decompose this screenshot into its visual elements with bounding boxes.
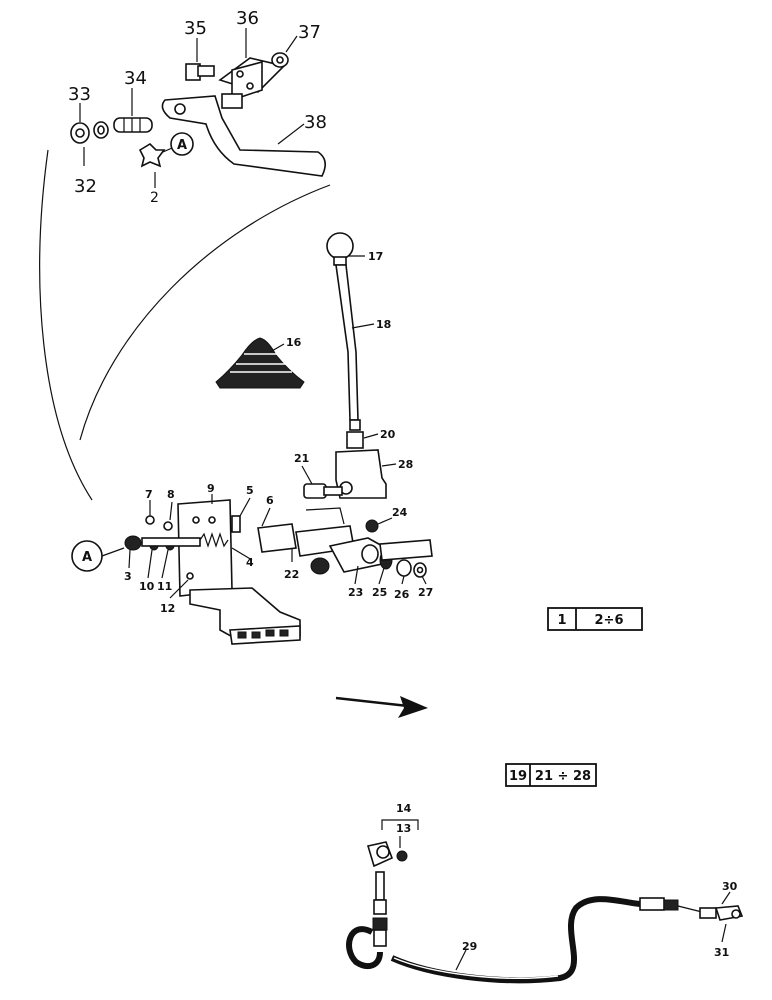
- bolt-21: [303, 483, 343, 499]
- svg-text:2÷6: 2÷6: [595, 613, 624, 628]
- callout-32: 32: [74, 176, 97, 197]
- callout-labels: 35 36 37 33 34 38 32 2 17 18 16 20 21 28…: [68, 8, 738, 959]
- callout-35: 35: [184, 18, 207, 39]
- connector-27: [310, 557, 330, 575]
- callout-13: 13: [396, 822, 411, 835]
- callout-31: 31: [714, 946, 729, 959]
- rod-5: [231, 515, 241, 533]
- callout-37: 37: [298, 22, 321, 43]
- knob-2: [138, 142, 166, 168]
- callout-22: 22: [284, 568, 299, 581]
- callout-20: 20: [380, 428, 396, 441]
- svg-text:21 ÷ 28: 21 ÷ 28: [535, 769, 591, 784]
- direction-arrow: [335, 696, 428, 718]
- leader-lines-bottom: [455, 891, 731, 971]
- callout-30: 30: [722, 880, 738, 893]
- cable-end-fitting: [372, 871, 388, 947]
- callout-14: 14: [396, 802, 412, 815]
- callout-12: 12: [160, 602, 175, 615]
- callout-23: 23: [348, 586, 363, 599]
- fender-outline-outer: [39, 149, 93, 501]
- callout-7: 7: [145, 488, 153, 501]
- detail-marker-a-top: A: [170, 132, 194, 156]
- detail-marker-a-left: A: [71, 540, 125, 572]
- callout-33: 33: [68, 84, 91, 105]
- housing-28: [335, 449, 387, 499]
- lever-knob-17: [326, 232, 354, 266]
- callout-18: 18: [376, 318, 391, 331]
- knob-3: [124, 535, 142, 551]
- callout-6: 6: [266, 494, 274, 507]
- reference-box-1: 1 2÷6: [547, 607, 643, 631]
- callout-38: 38: [304, 112, 327, 133]
- nut-32: [70, 122, 90, 144]
- lever-bracket-38: [161, 57, 326, 177]
- callout-36: 36: [236, 8, 259, 29]
- svg-text:A: A: [177, 138, 187, 153]
- callout-9: 9: [207, 482, 215, 495]
- callout-34: 34: [124, 68, 147, 89]
- callout-3: 3: [124, 570, 132, 583]
- callout-2: 2: [150, 190, 159, 206]
- callout-26: 26: [394, 588, 410, 601]
- callout-5: 5: [246, 484, 254, 497]
- callout-24: 24: [392, 506, 408, 519]
- callout-4: 4: [246, 556, 254, 569]
- callout-10: 10: [139, 580, 155, 593]
- spring-4: [199, 532, 229, 548]
- lever-rod-18: [335, 264, 361, 431]
- pin-34: [113, 117, 153, 133]
- bracket-14-13: [366, 819, 419, 868]
- svg-text:19: 19: [509, 769, 527, 784]
- callout-11: 11: [157, 580, 172, 593]
- washer-26: [396, 559, 412, 577]
- bolt-35: [185, 63, 215, 81]
- cable-29: [346, 896, 641, 984]
- cable-end-30-31: [639, 897, 744, 921]
- nut-24: [365, 519, 379, 533]
- leader-lines-top: [79, 28, 305, 188]
- rubber-boot-16: [215, 337, 305, 389]
- reference-box-2: 19 21 ÷ 28: [505, 763, 597, 787]
- clevis-arm: [379, 539, 433, 561]
- svg-text:1: 1: [557, 613, 566, 628]
- bush-20: [346, 431, 364, 449]
- callout-28: 28: [398, 458, 413, 471]
- callout-29: 29: [462, 940, 477, 953]
- nut-37: [271, 52, 289, 68]
- base-bracket: [189, 587, 301, 645]
- small-parts-7-8-10-11: [141, 515, 201, 580]
- svg-text:A: A: [82, 550, 92, 565]
- callout-8: 8: [167, 488, 175, 501]
- callout-21: 21: [294, 452, 309, 465]
- callout-27: 27: [418, 586, 433, 599]
- fender-outline-inner: [79, 184, 331, 441]
- callout-25: 25: [372, 586, 387, 599]
- callout-17: 17: [368, 250, 383, 263]
- nut-27: [413, 562, 427, 578]
- washer-33: [93, 121, 109, 139]
- leader-lines-mid: [128, 255, 427, 599]
- callout-16: 16: [286, 336, 302, 349]
